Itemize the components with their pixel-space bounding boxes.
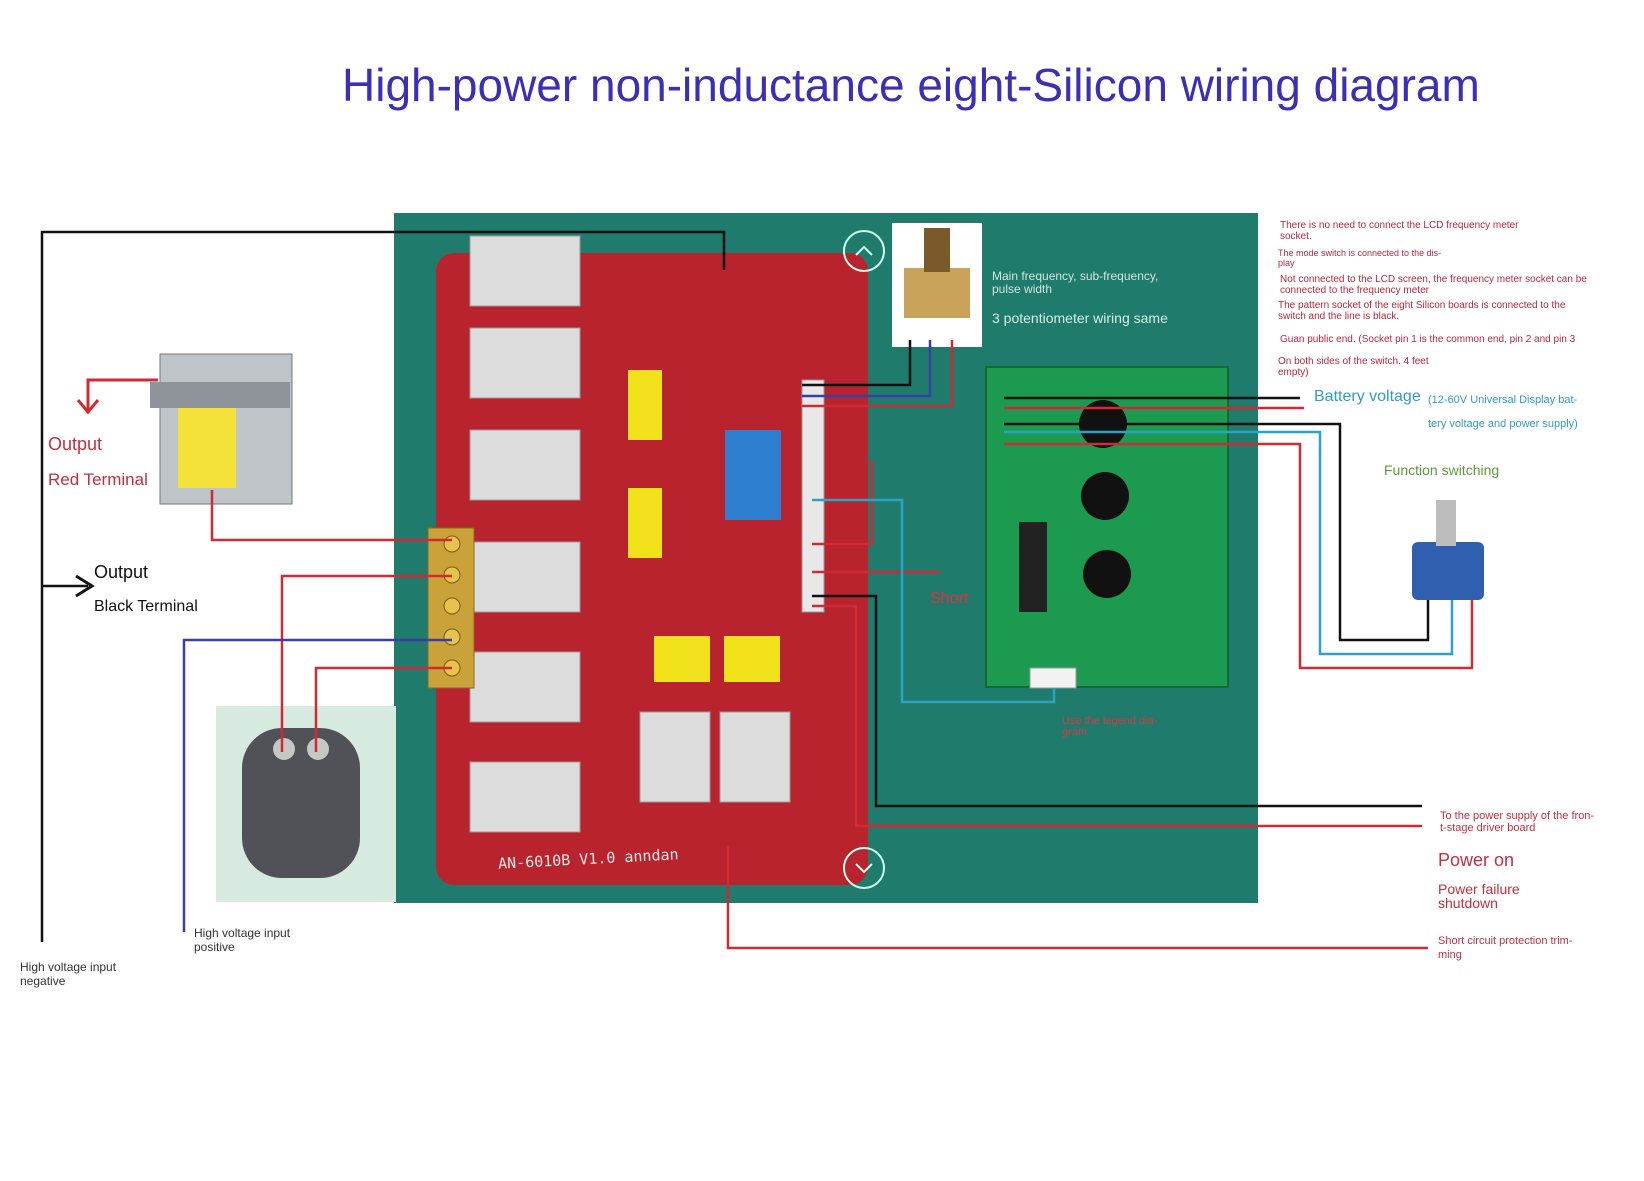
heatsink	[469, 651, 581, 723]
yellow-transformer	[724, 636, 780, 682]
short-red-wire	[812, 460, 874, 546]
power-supply-black-wire	[812, 594, 1422, 808]
lcd-connector	[1029, 667, 1077, 689]
note-mode-switch: The mode switch is connected to the dis-…	[1278, 248, 1442, 268]
nav-down-icon	[843, 847, 885, 889]
pot-red-wire	[802, 340, 954, 408]
power-failure-label: Power failure shutdown	[1438, 881, 1520, 911]
heatsink	[639, 711, 711, 803]
function-switching-label: Function switching	[1384, 462, 1500, 478]
hv-positive-wire	[182, 638, 452, 932]
short-label: Short	[930, 590, 969, 607]
capacitor-red-wire-1	[280, 574, 452, 752]
power-on-label: Power on	[1438, 850, 1515, 870]
connector-strip	[801, 379, 825, 613]
legend-reference-label: Use the legend dia- gram	[1062, 715, 1158, 738]
note-lcd-screen: Not connected to the LCD screen, the fre…	[1280, 274, 1587, 296]
capacitor-terminal	[273, 738, 295, 760]
ic-chip	[1019, 522, 1047, 612]
hv-negative-label: High voltage input negative	[20, 960, 117, 988]
capacitor-body	[242, 728, 360, 878]
output-red-label: Output	[48, 434, 103, 454]
terminal-screw	[443, 597, 461, 615]
black-terminal-label: Black Terminal	[94, 598, 198, 615]
switch-red-wire	[1004, 442, 1474, 670]
heatsink	[719, 711, 791, 803]
heatsink	[469, 235, 581, 307]
red-terminal-label: Red Terminal	[48, 470, 148, 489]
potentiometer-wiring-label: 3 potentiometer wiring same	[992, 310, 1168, 326]
battery-voltage-note-2: tery voltage and power supply)	[1428, 418, 1578, 430]
yellow-transformer	[654, 636, 710, 682]
output-transformer-picture	[150, 353, 293, 505]
battery-voltage-label: Battery voltage	[1314, 388, 1421, 405]
battery-voltage-note-1: (12-60V Universal Display bat-	[1428, 394, 1578, 406]
nav-up-icon	[843, 230, 885, 272]
power-on-red-wire	[812, 604, 1422, 828]
blue-relay	[725, 430, 781, 520]
terminal-screw	[443, 535, 461, 553]
power-supply-label: To the power supply of the fron- t-stage…	[1440, 810, 1595, 834]
heatsink	[469, 327, 581, 399]
switch-black-wire	[1004, 422, 1430, 642]
short-protect-red-wire	[726, 846, 1428, 950]
pot-blue-wire	[802, 340, 932, 398]
red-output-arrow-icon	[86, 378, 158, 410]
lcd-cyan-wire	[812, 498, 1056, 704]
potentiometer-shaft	[924, 228, 950, 272]
yellow-transformer	[628, 488, 662, 558]
yellow-transformer	[628, 370, 662, 440]
capacitor-middle	[1081, 472, 1129, 520]
toggle-switch-picture	[1412, 500, 1484, 600]
potentiometer-label: Main frequency, sub-frequency, pulse wid…	[992, 269, 1159, 296]
short-protection-label: Short circuit protection trim- ming	[1438, 935, 1573, 961]
output-black-label: Output	[94, 562, 149, 582]
note-public-end: Guan public end. (Socket pin 1 is the co…	[1280, 334, 1576, 345]
heatsink	[469, 761, 581, 833]
pot-black-wire	[802, 340, 912, 387]
capacitor-terminal	[307, 738, 329, 760]
heatsink	[469, 541, 581, 613]
red-output-wire	[210, 490, 452, 542]
note-lcd-socket: There is no need to connect the LCD freq…	[1280, 220, 1519, 242]
capacitor-bottom	[1083, 550, 1131, 598]
diagram-title: High-power non-inductance eight-Silicon …	[342, 59, 1480, 111]
switch-cyan-wire	[1004, 430, 1454, 656]
capacitor-red-wire-2	[314, 666, 452, 752]
terminal-screw	[443, 628, 461, 646]
hv-positive-label: High voltage input positive	[194, 926, 291, 954]
heatsink	[469, 429, 581, 501]
note-switch-feet: On both sides of the switch. 4 feet empt…	[1278, 356, 1429, 378]
note-pattern-socket: The pattern socket of the eight Silicon …	[1278, 300, 1566, 322]
potentiometer-body	[904, 268, 970, 318]
